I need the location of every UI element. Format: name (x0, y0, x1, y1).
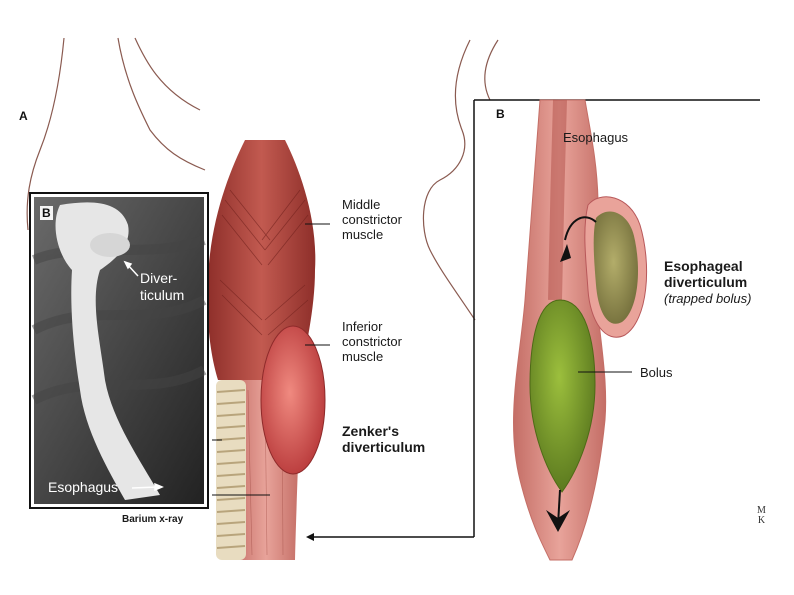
esophageal-diverticulum (560, 196, 648, 338)
trachea-rings (216, 380, 246, 560)
panel-a-letter: A (19, 109, 28, 123)
inferior-constrictor-label: Inferior constrictor muscle (342, 319, 402, 364)
panel-b-pointer-arrowhead (306, 533, 314, 541)
bolus (529, 299, 596, 532)
xray-caption: Barium x-ray (122, 514, 184, 525)
logo-text: MK (756, 505, 767, 525)
panel-b-esophagus-label: Esophagus (563, 130, 629, 145)
zenkers-pouch (260, 325, 326, 475)
xray-diverticulum-label: Diver- ticulum (140, 270, 185, 303)
middle-constrictor-label: Middle constrictor muscle (342, 197, 402, 242)
xray-arrows (123, 260, 164, 492)
xray-esophagus-label: Esophagus (48, 479, 119, 495)
esophageal-diverticulum-label: Esophageal diverticulum (664, 258, 748, 290)
xray-panel-letter: B (40, 206, 53, 220)
panel-b-frame (312, 99, 760, 538)
zenkers-diverticulum-label: Zenker's diverticulum (342, 423, 426, 455)
trapped-bolus-label: (trapped bolus) (664, 291, 752, 306)
panel-b-letter: B (496, 107, 505, 121)
bolus-label: Bolus (640, 365, 673, 380)
xray-inset (29, 192, 209, 509)
panel-a-leaders (212, 223, 330, 496)
body-outline (26, 37, 499, 321)
artist-logo: MK (756, 505, 778, 525)
